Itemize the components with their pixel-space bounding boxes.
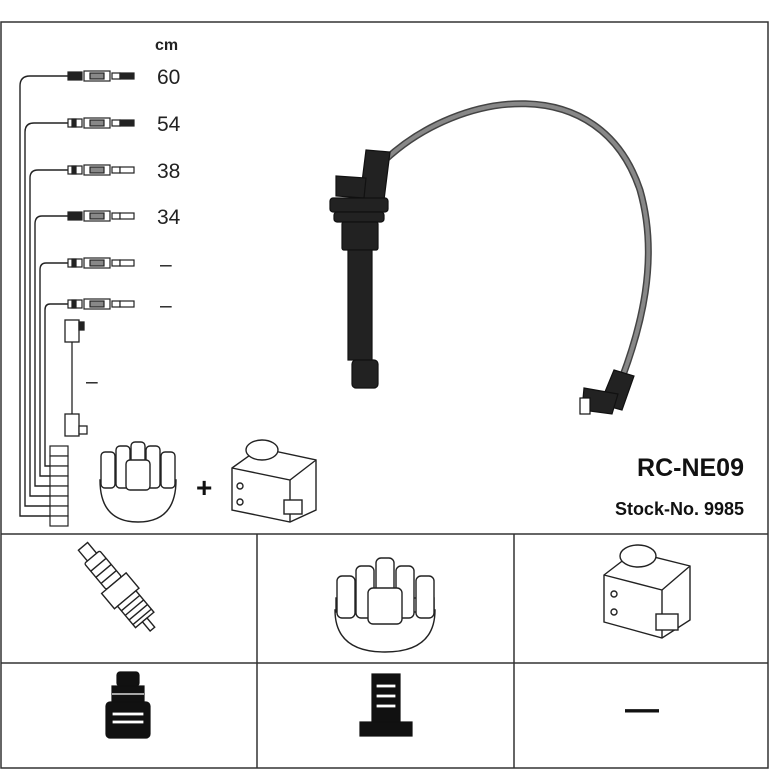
cable-38 bbox=[29, 169, 68, 497]
terminal-stack bbox=[49, 445, 69, 527]
cable-length-5: – bbox=[160, 253, 172, 276]
cable-length-6: – bbox=[160, 294, 172, 317]
connector-54 bbox=[67, 117, 135, 129]
connector-5 bbox=[67, 257, 135, 269]
cable-set bbox=[19, 75, 68, 517]
distributor-cap bbox=[334, 557, 436, 653]
cap-connector bbox=[359, 673, 413, 737]
coil-lead-length: – bbox=[86, 370, 98, 393]
plus-sign: + bbox=[196, 472, 212, 503]
coil-lead bbox=[64, 319, 88, 437]
plug-boot bbox=[329, 149, 391, 389]
cable-5 bbox=[39, 262, 68, 477]
connector-6 bbox=[67, 298, 135, 310]
spark-plug bbox=[77, 541, 156, 633]
cable-60 bbox=[19, 75, 68, 517]
cable-34 bbox=[34, 215, 68, 487]
distributor-cap-small bbox=[99, 441, 177, 523]
connector-34 bbox=[67, 210, 135, 222]
cable-length-3: 38 bbox=[157, 160, 180, 183]
ignition-cable bbox=[329, 100, 652, 415]
ignition-coil-small bbox=[231, 439, 317, 523]
plug-connector bbox=[105, 671, 151, 739]
ignition-coil bbox=[603, 544, 691, 639]
cable-length-1: 60 bbox=[157, 66, 180, 89]
cable-6 bbox=[44, 303, 68, 467]
diagram-frame bbox=[0, 21, 769, 769]
part-number: RC-NE09 bbox=[637, 454, 744, 482]
stock-number: Stock-No. 9985 bbox=[615, 499, 744, 519]
connector-60 bbox=[67, 70, 135, 82]
unit-label: cm bbox=[155, 37, 178, 54]
cable-length-2: 54 bbox=[157, 113, 181, 136]
coil-connector-placeholder: — bbox=[625, 690, 659, 728]
coil-boot bbox=[579, 369, 635, 415]
cable-54 bbox=[24, 122, 68, 507]
cable-connectors bbox=[67, 70, 135, 310]
connector-38 bbox=[67, 164, 135, 176]
cable-length-4: 34 bbox=[157, 206, 181, 229]
